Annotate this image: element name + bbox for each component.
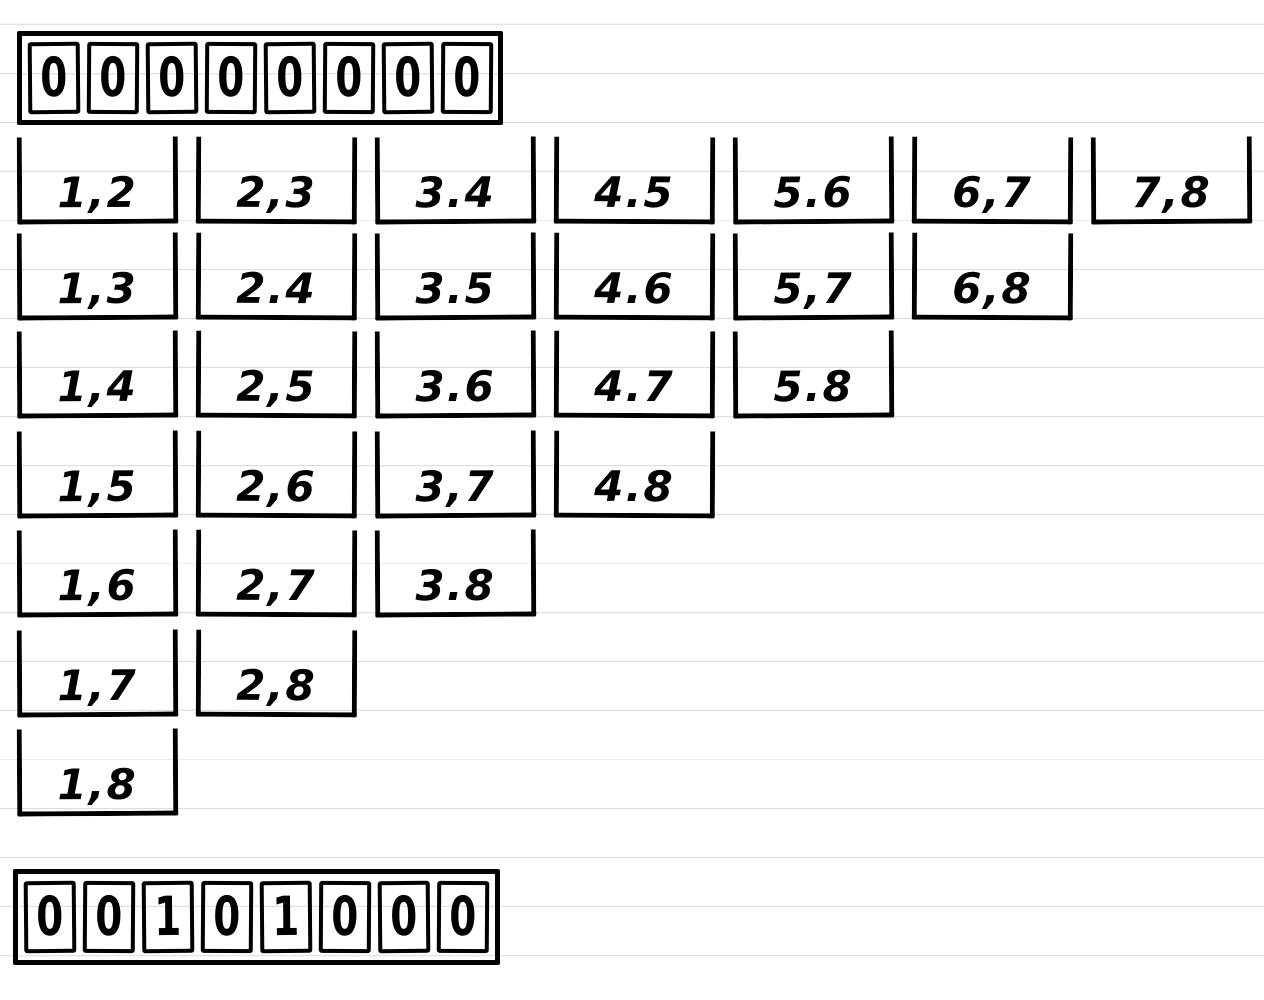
pair-bin: 1,2 bbox=[16, 136, 179, 225]
pair-label: 6,7 bbox=[952, 167, 1033, 217]
array-cell: 0 bbox=[381, 41, 435, 115]
pair-label: 1,3 bbox=[57, 263, 138, 313]
pair-bin: 3.6 bbox=[374, 330, 537, 419]
digit: 1 bbox=[272, 884, 300, 949]
digit: 0 bbox=[36, 884, 64, 949]
pair-label: 4.5 bbox=[594, 167, 675, 217]
pair-label: 1,2 bbox=[57, 167, 138, 217]
pair-bin: 1,6 bbox=[16, 529, 179, 618]
digit: 0 bbox=[95, 884, 123, 949]
pair-label: 4.8 bbox=[594, 461, 675, 511]
digit: 0 bbox=[335, 45, 363, 110]
digit: 0 bbox=[390, 884, 418, 949]
pair-label: 7,8 bbox=[1131, 167, 1212, 217]
pair-bin: 2.4 bbox=[195, 232, 358, 321]
pair-bin: 4.8 bbox=[553, 430, 716, 519]
pair-bin: 2,5 bbox=[195, 330, 358, 419]
array-cell: 0 bbox=[263, 41, 317, 115]
pair-label: 2,3 bbox=[236, 167, 317, 217]
pair-bin: 5,7 bbox=[732, 232, 895, 321]
top-digit-array: 0 0 0 0 0 0 0 0 bbox=[17, 31, 503, 125]
pair-label: 3.6 bbox=[415, 361, 496, 411]
pair-bin: 1,7 bbox=[16, 629, 179, 718]
pair-bin: 1,3 bbox=[16, 232, 179, 321]
digit: 0 bbox=[40, 45, 68, 110]
pair-label: 6,8 bbox=[952, 263, 1033, 313]
pair-bin: 3,7 bbox=[374, 430, 537, 519]
pair-row-4: 1,5 2,6 3,7 4.8 bbox=[16, 430, 716, 519]
pair-bin: 6,8 bbox=[911, 232, 1074, 321]
pair-bin: 4.6 bbox=[553, 232, 716, 321]
pair-row-2: 1,3 2.4 3.5 4.6 5,7 6,8 bbox=[16, 232, 1074, 321]
pair-row-5: 1,6 2,7 3.8 bbox=[16, 529, 537, 618]
pair-bin: 4.5 bbox=[553, 136, 716, 225]
pair-bin: 1,8 bbox=[16, 728, 179, 817]
pair-label: 1,8 bbox=[57, 759, 138, 809]
pair-label: 5.8 bbox=[773, 361, 854, 411]
pair-bin: 4.7 bbox=[553, 330, 716, 419]
pair-label: 2,5 bbox=[236, 361, 317, 411]
pair-label: 5.6 bbox=[773, 167, 854, 217]
array-cell: 0 bbox=[200, 880, 254, 954]
digit: 0 bbox=[331, 884, 359, 949]
digit: 1 bbox=[154, 884, 182, 949]
pair-row-6: 1,7 2,8 bbox=[16, 629, 358, 718]
pair-bin: 1,4 bbox=[16, 330, 179, 419]
digit: 0 bbox=[213, 884, 241, 949]
array-cell: 0 bbox=[204, 41, 258, 115]
pair-label: 1,7 bbox=[57, 660, 138, 710]
pair-bin: 5.8 bbox=[732, 330, 895, 419]
array-cell: 0 bbox=[377, 880, 431, 954]
digit: 0 bbox=[276, 45, 304, 110]
pair-bin: 7,8 bbox=[1090, 136, 1253, 225]
pair-label: 3.8 bbox=[415, 560, 496, 610]
pair-row-3: 1,4 2,5 3.6 4.7 5.8 bbox=[16, 330, 895, 419]
digit: 0 bbox=[449, 884, 477, 949]
pair-label: 1,4 bbox=[57, 361, 138, 411]
pair-row-7: 1,8 bbox=[16, 728, 179, 817]
digit: 0 bbox=[453, 45, 481, 110]
pair-label: 4.6 bbox=[594, 263, 675, 313]
array-cell: 0 bbox=[318, 880, 372, 954]
array-cell: 0 bbox=[82, 880, 136, 954]
digit: 0 bbox=[394, 45, 422, 110]
pair-label: 2,8 bbox=[236, 660, 317, 710]
pair-bin: 3.4 bbox=[374, 136, 537, 225]
pair-bin: 2,8 bbox=[195, 629, 358, 718]
pair-label: 1,6 bbox=[57, 560, 138, 610]
pair-label: 3.4 bbox=[415, 167, 496, 217]
array-cell: 0 bbox=[86, 41, 140, 115]
bottom-digit-array: 0 0 1 0 1 0 0 0 bbox=[13, 869, 500, 965]
array-cell: 0 bbox=[145, 41, 199, 115]
pair-bin: 2,6 bbox=[195, 430, 358, 519]
array-cell: 0 bbox=[23, 880, 77, 954]
pair-bin: 2,7 bbox=[195, 529, 358, 618]
digit: 0 bbox=[99, 45, 127, 110]
array-cell: 0 bbox=[440, 41, 494, 115]
pair-bin: 6,7 bbox=[911, 136, 1074, 225]
array-cell: 1 bbox=[259, 880, 313, 954]
pair-label: 5,7 bbox=[773, 263, 854, 313]
pair-bin: 3.8 bbox=[374, 529, 537, 618]
digit: 0 bbox=[217, 45, 245, 110]
pair-bin: 1,5 bbox=[16, 430, 179, 519]
pair-label: 4.7 bbox=[594, 361, 675, 411]
pair-label: 1,5 bbox=[57, 461, 138, 511]
pair-bin: 5.6 bbox=[732, 136, 895, 225]
array-cell: 0 bbox=[322, 41, 376, 115]
pair-label: 2,7 bbox=[236, 560, 317, 610]
pair-bin: 2,3 bbox=[195, 136, 358, 225]
pair-bin: 3.5 bbox=[374, 232, 537, 321]
pair-label: 2,6 bbox=[236, 461, 317, 511]
array-cell: 0 bbox=[27, 41, 81, 115]
pair-label: 3,7 bbox=[415, 461, 496, 511]
array-cell: 1 bbox=[141, 880, 195, 954]
digit: 0 bbox=[158, 45, 186, 110]
pair-row-1: 1,2 2,3 3.4 4.5 5.6 6,7 7,8 bbox=[16, 136, 1253, 225]
pair-label: 2.4 bbox=[236, 263, 317, 313]
array-cell: 0 bbox=[436, 880, 490, 954]
pair-label: 3.5 bbox=[415, 263, 496, 313]
